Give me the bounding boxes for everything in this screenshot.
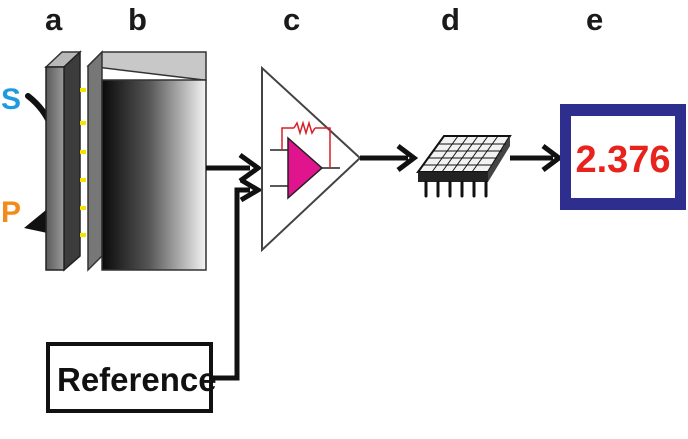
digital-display-icon bbox=[560, 104, 686, 210]
electrode-dots bbox=[80, 88, 86, 237]
product-label: P bbox=[1, 196, 21, 229]
substrate-label: S bbox=[1, 83, 21, 116]
bio-recognition-layer-icon bbox=[44, 50, 82, 272]
signal-arrowhead-d-e bbox=[541, 144, 564, 172]
signal-arrowhead-b-c bbox=[238, 152, 263, 184]
microprocessor-chip-icon bbox=[416, 135, 512, 198]
amplifier-icon bbox=[261, 65, 362, 253]
signal-arrowhead-c-d bbox=[396, 144, 419, 172]
transducer-block-icon bbox=[86, 50, 207, 272]
label-a: a bbox=[45, 2, 63, 37]
label-c: c bbox=[283, 2, 300, 37]
feedback-resistor-icon bbox=[293, 120, 316, 136]
conversion-arrowhead bbox=[24, 210, 52, 234]
reference-arrowhead bbox=[239, 177, 263, 203]
label-d: d bbox=[441, 2, 460, 37]
label-e: e bbox=[586, 2, 603, 37]
reference-connector bbox=[211, 187, 250, 381]
op-amp-icon bbox=[287, 136, 324, 200]
readout-value: 2.376 bbox=[575, 139, 670, 181]
reference-label: Reference bbox=[57, 361, 217, 398]
label-b: b bbox=[128, 2, 147, 37]
